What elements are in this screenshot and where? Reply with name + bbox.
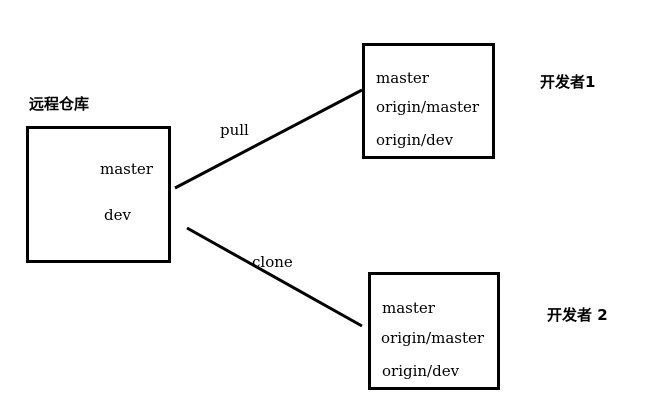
pull-connector bbox=[174, 88, 363, 190]
dev1-branch-origin-dev: origin/dev bbox=[376, 131, 454, 149]
developer2-label: 开发者 2 bbox=[547, 306, 608, 324]
dev2-branch-master: master bbox=[382, 299, 435, 317]
clone-label: clone bbox=[252, 253, 293, 271]
dev1-branch-master: master bbox=[376, 69, 429, 87]
dev2-branch-origin-master: origin/master bbox=[381, 329, 485, 347]
developer1-label: 开发者1 bbox=[540, 73, 596, 91]
clone-connector bbox=[186, 226, 363, 328]
dev2-branch-origin-dev: origin/dev bbox=[382, 362, 460, 380]
remote-repo-box bbox=[26, 126, 171, 263]
remote-branch-dev: dev bbox=[104, 206, 131, 224]
dev1-branch-origin-master: origin/master bbox=[376, 98, 480, 116]
remote-branch-master: master bbox=[100, 160, 153, 178]
developer2-repo-box bbox=[368, 272, 500, 390]
developer1-repo-box bbox=[362, 43, 495, 159]
remote-repo-title: 远程仓库 bbox=[29, 95, 90, 113]
pull-label: pull bbox=[220, 121, 249, 139]
